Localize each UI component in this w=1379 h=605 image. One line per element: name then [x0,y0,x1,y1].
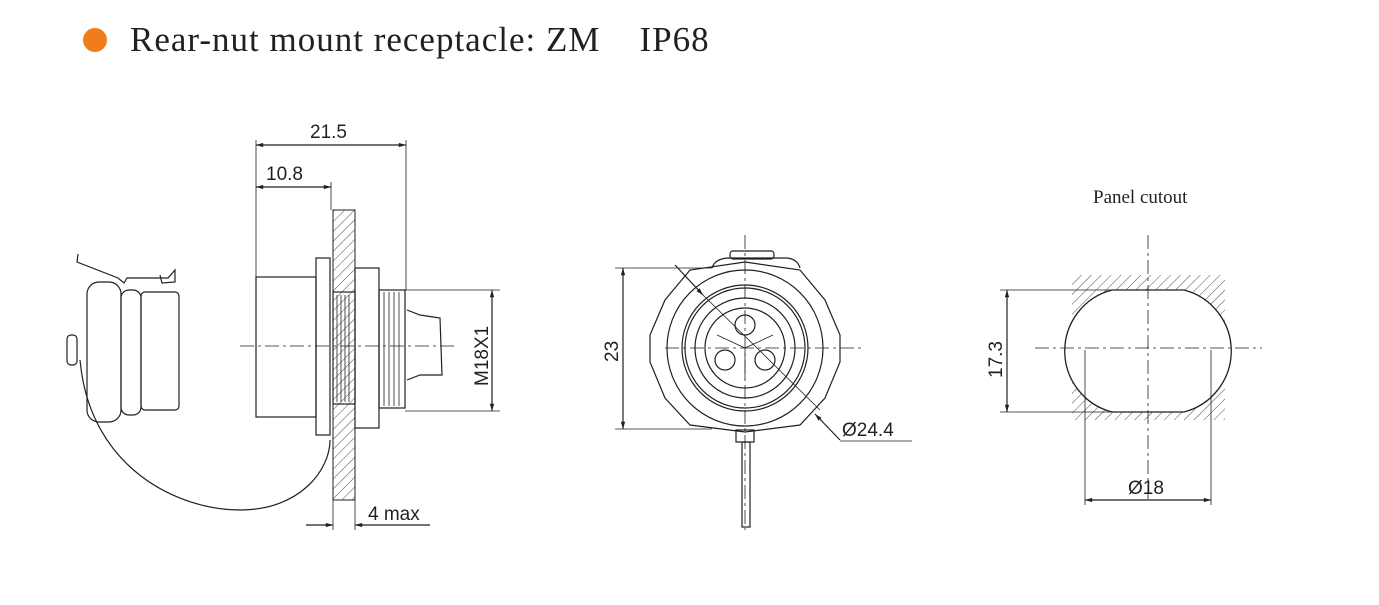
dim-front-diameter: Ø24.4 [842,420,894,441]
dim-cutout-diameter: Ø18 [1128,478,1164,499]
dim-thread: M18X1 [472,326,493,386]
dim-panel-thickness: 4 max [368,504,420,525]
panel-cutout-view: Panel cutout 17.3 Ø18 [986,187,1262,505]
dim-overall-length: 21.5 [310,122,347,143]
panel-cutout-label: Panel cutout [1093,187,1188,208]
page-title: Rear-nut mount receptacle: ZM IP68 [130,20,710,59]
dim-cutout-height: 17.3 [986,341,1007,378]
dim-front-length: 10.8 [266,164,303,185]
front-view: 23 Ø24.4 [602,235,912,530]
dim-front-height: 23 [602,341,623,362]
title-bullet-icon [83,28,107,52]
side-view: 21.5 10.8 M18X1 4 max [66,122,500,530]
dust-cap [66,253,331,511]
